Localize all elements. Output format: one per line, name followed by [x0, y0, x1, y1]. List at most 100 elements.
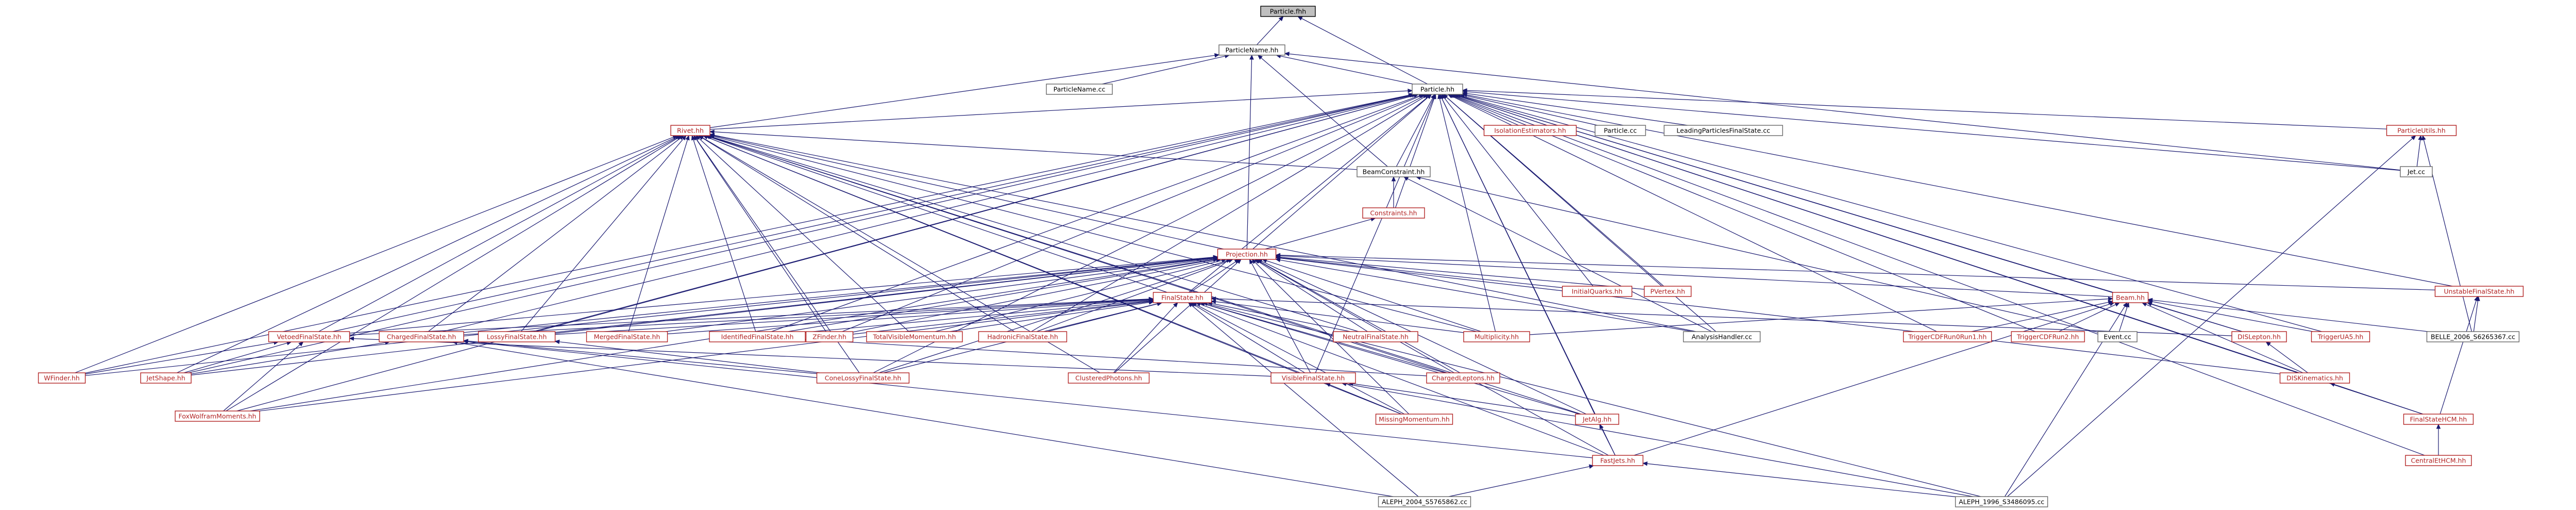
node-label: NeutralFinalState.hh — [1343, 333, 1409, 341]
node-unstable[interactable]: UnstableFinalState.hh — [2434, 286, 2524, 297]
node-label: LossyFinalState.hh — [487, 333, 547, 341]
node-box — [1483, 125, 1577, 136]
node-aleph2004[interactable]: ALEPH_2004_S5765862.cc — [1378, 496, 1471, 507]
node-beamconstraint[interactable]: BeamConstraint.hh — [1357, 166, 1431, 177]
edge-aleph1996-includes-particleutils — [2007, 135, 2416, 497]
node-label: JetAlg.hh — [1582, 416, 1612, 423]
node-label: Projection.hh — [1226, 251, 1268, 258]
node-label: ChargedFinalState.hh — [387, 333, 456, 341]
node-zfinder[interactable]: ZFinder.hh — [805, 331, 854, 342]
node-box — [670, 125, 710, 136]
node-wfinder[interactable]: WFinder.hh — [38, 372, 86, 384]
node-particle-cc[interactable]: Particle.cc — [1595, 125, 1646, 136]
node-isolation[interactable]: IsolationEstimators.hh — [1483, 125, 1577, 136]
node-triggercdf1[interactable]: TriggerCDFRun0Run1.hh — [1903, 331, 1992, 342]
node-particleutils[interactable]: ParticleUtils.hh — [2386, 125, 2457, 136]
node-conelossy[interactable]: ConeLossyFinalState.hh — [816, 372, 910, 384]
node-hadronic[interactable]: HadronicFinalState.hh — [978, 331, 1067, 342]
node-foxwolfram[interactable]: FoxWolframMoments.hh — [175, 410, 260, 422]
node-aleph1996[interactable]: ALEPH_1996_S3486095.cc — [1955, 496, 2048, 507]
edge-dislepton-includes-beam — [2146, 302, 2243, 332]
node-particle-hh[interactable]: Particle.hh — [1412, 84, 1463, 95]
node-box — [1270, 372, 1356, 384]
edge-initialquarks-includes-particle_hh — [1441, 94, 1594, 287]
node-beam[interactable]: Beam.hh — [2112, 292, 2149, 303]
node-finalstatecm[interactable]: FinalStateHCM.hh — [2403, 414, 2474, 425]
edge-neutral-includes-finalstate — [1207, 301, 1350, 332]
node-jet-cc[interactable]: Jet.cc — [2400, 166, 2433, 177]
edge-projection-includes-constraints — [1265, 217, 1376, 250]
node-chargedleptons[interactable]: ChargedLeptons.hh — [1426, 372, 1500, 384]
node-charged[interactable]: ChargedFinalState.hh — [379, 331, 464, 342]
node-particlename-hh[interactable]: ParticleName.hh — [1218, 44, 1285, 56]
node-initialquarks[interactable]: InitialQuarks.hh — [1562, 286, 1633, 297]
node-label: ALEPH_1996_S3486095.cc — [1959, 498, 2044, 506]
node-box — [1218, 44, 1285, 56]
edge-particlename_cc-includes-particlename_hh — [1101, 54, 1230, 85]
edge-belle-includes-particleutils — [2421, 135, 2472, 332]
node-label: TriggerCDFRun0Run1.hh — [1908, 333, 1987, 341]
edge-missingmomentum-includes-projection — [1251, 259, 1410, 415]
edge-constraints-includes-beamconstraint — [1391, 176, 1396, 208]
node-jetalg[interactable]: JetAlg.hh — [1575, 414, 1619, 425]
node-box — [478, 331, 556, 342]
node-vetoed[interactable]: VetoedFinalState.hh — [268, 331, 350, 342]
node-box — [140, 372, 192, 384]
node-label: HadronicFinalState.hh — [987, 333, 1058, 341]
edge-multiplicity-includes-finalstate — [1211, 299, 1464, 333]
node-missingmomentum[interactable]: MissingMomentum.hh — [1375, 414, 1453, 425]
edge-jet_cc-includes-particleutils — [2416, 135, 2422, 167]
node-box — [1683, 331, 1761, 342]
edge-merged-includes-rivet_hh — [628, 135, 690, 332]
node-rivet-hh[interactable]: Rivet.hh — [670, 125, 710, 136]
node-label: VisibleFinalState.hh — [1282, 374, 1345, 382]
node-triggerua5[interactable]: TriggerUA5.hh — [2311, 331, 2370, 342]
node-projection[interactable]: Projection.hh — [1217, 249, 1277, 260]
edge-finalstatecm-includes-unstable — [2439, 295, 2479, 415]
edge-projection-includes-particlename_hh — [1246, 54, 1254, 250]
node-analysishandler[interactable]: AnalysisHandler.cc — [1683, 331, 1761, 342]
node-label: IsolationEstimators.hh — [1494, 127, 1566, 135]
edge-visible-includes-projection — [1249, 258, 1311, 373]
edge-foxwolfram-includes-vetoed — [223, 341, 304, 412]
node-visible[interactable]: VisibleFinalState.hh — [1270, 372, 1356, 384]
edge-foxwolfram-includes-rivet_hh — [226, 135, 683, 412]
node-diskinematics[interactable]: DISKinematics.hh — [2279, 372, 2350, 384]
node-finalstate[interactable]: FinalState.hh — [1153, 292, 1212, 303]
edge-conelossy-includes-charged — [463, 339, 817, 374]
node-label: FinalState.hh — [1161, 294, 1204, 302]
node-fastjets[interactable]: FastJets.hh — [1592, 455, 1643, 466]
node-label: Beam.hh — [2116, 294, 2145, 302]
node-particlename-cc[interactable]: ParticleName.cc — [1046, 84, 1113, 95]
node-lossy[interactable]: LossyFinalState.hh — [478, 331, 556, 342]
edge-jetshape-includes-charged — [191, 340, 391, 374]
node-box — [2426, 331, 2520, 342]
node-multiplicity[interactable]: Multiplicity.hh — [1463, 331, 1530, 342]
node-merged[interactable]: MergedFinalState.hh — [586, 331, 668, 342]
node-centraletcm[interactable]: CentralEtHCM.hh — [2405, 455, 2472, 466]
node-triggercdf2[interactable]: TriggerCDFRun2.hh — [2011, 331, 2085, 342]
node-box — [1643, 286, 1692, 297]
node-label: Multiplicity.hh — [1475, 333, 1519, 341]
node-constraints[interactable]: Constraints.hh — [1362, 207, 1425, 219]
edges-layer — [75, 16, 2480, 497]
node-label: MergedFinalState.hh — [594, 333, 660, 341]
node-identified[interactable]: IdentifiedFinalState.hh — [709, 331, 806, 342]
edge-finalstate-includes-particle_hh — [1188, 94, 1432, 293]
node-dislepton[interactable]: DISLepton.hh — [2231, 331, 2287, 342]
node-label: Particle.hh — [1420, 86, 1454, 93]
node-box — [816, 372, 910, 384]
node-leading[interactable]: LeadingParticlesFinalState.cc — [1664, 125, 1783, 136]
node-pvertex[interactable]: PVertex.hh — [1643, 286, 1692, 297]
node-box — [1046, 84, 1113, 95]
node-jetshape[interactable]: JetShape.hh — [140, 372, 192, 384]
node-clustered[interactable]: ClusteredPhotons.hh — [1067, 372, 1150, 384]
node-box — [805, 331, 854, 342]
node-label: BeamConstraint.hh — [1363, 168, 1425, 176]
node-belle[interactable]: BELLE_2006_S6265367.cc — [2426, 331, 2520, 342]
node-label: VetoedFinalState.hh — [277, 333, 341, 341]
node-totalvisible[interactable]: TotalVisibleMomentum.hh — [866, 331, 963, 342]
edge-fastjets-includes-projection — [1255, 259, 1609, 456]
node-event-cc[interactable]: Event.cc — [2097, 331, 2138, 342]
node-neutral[interactable]: NeutralFinalState.hh — [1333, 331, 1418, 342]
